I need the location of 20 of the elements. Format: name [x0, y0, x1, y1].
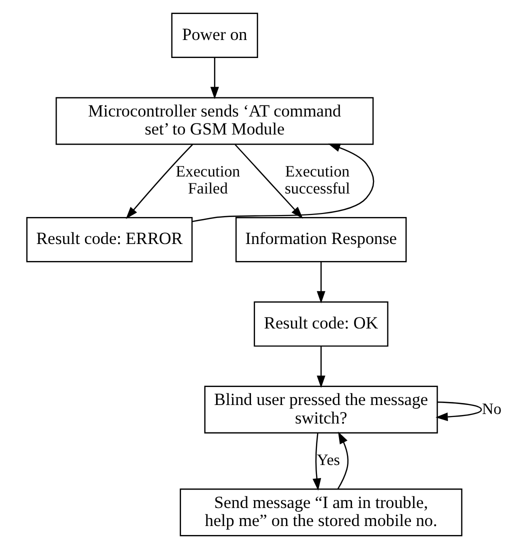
- edge-label: Execution successful: [284, 164, 350, 198]
- arrow: [435, 401, 482, 422]
- node-box: Information Response: [234, 217, 406, 262]
- node-box: Microcontroller sends ‘AT command set’ to GSM Module: [55, 97, 374, 145]
- arrow: [316, 346, 325, 388]
- arrow: [191, 144, 374, 222]
- arrow: [316, 262, 325, 304]
- arrow: [210, 58, 218, 100]
- edge-label: Execution Failed: [175, 164, 240, 198]
- arrow: [336, 432, 348, 490]
- node-box: Send message “I am in trouble, help me” on the stored mobile no.: [179, 488, 462, 536]
- node-box: Result code: OK: [253, 301, 388, 347]
- node-box: Result code: ERROR: [26, 217, 192, 262]
- node-box: Power on: [170, 12, 258, 58]
- arrow: [312, 433, 321, 491]
- edge-label: No: [482, 400, 501, 418]
- edge-label: Yes: [316, 452, 340, 470]
- arrow: [234, 144, 302, 219]
- node-box: Blind user pressed the message switch?: [204, 386, 438, 434]
- arrow: [125, 144, 193, 219]
